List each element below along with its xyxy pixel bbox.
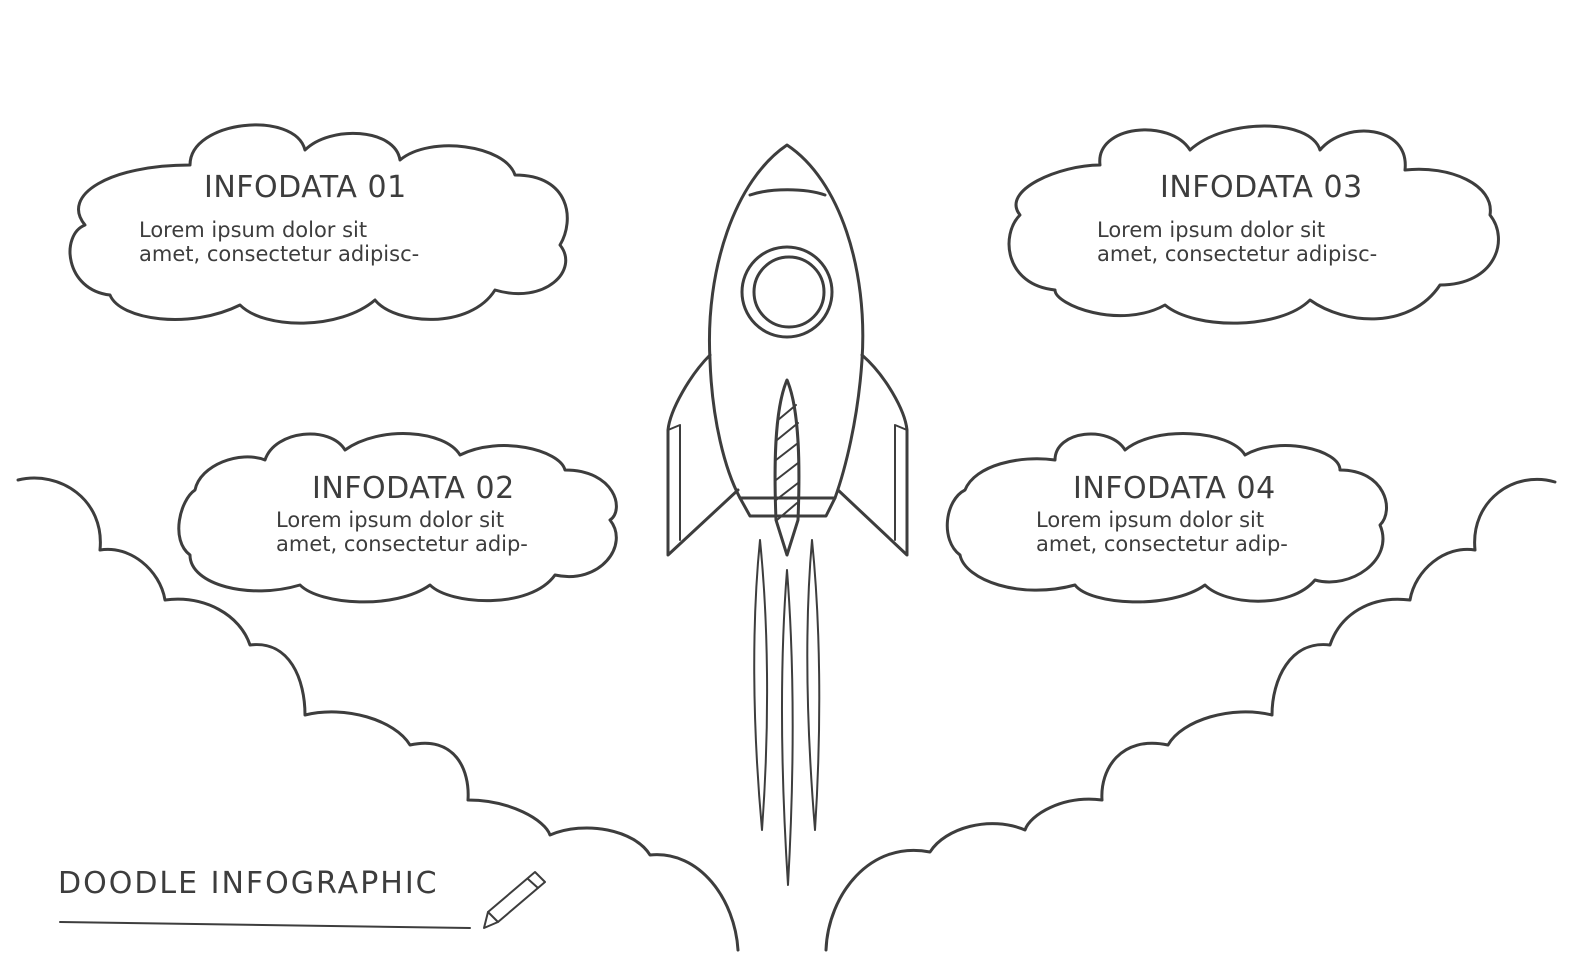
- right-exhaust-cloud: [824, 477, 1557, 952]
- infographic-title: DOODLE INFOGRAPHIC: [58, 866, 439, 901]
- card-01-title: INFODATA 01: [204, 170, 407, 205]
- card-cloud-02: [177, 432, 618, 604]
- pencil-icon: [483, 871, 546, 929]
- card-01-line-1: Lorem ipsum dolor sit: [139, 218, 368, 242]
- card-cloud-03: [1007, 124, 1500, 325]
- rocket-nose: [748, 188, 827, 197]
- card-03-title: INFODATA 03: [1160, 170, 1363, 205]
- card-cloud-01: [68, 123, 569, 325]
- card-01-line-2: amet, consectetur adipisc-: [139, 242, 420, 266]
- card-02-line-2: amet, consectetur adip-: [276, 532, 528, 556]
- rocket-exhaust-center: [780, 569, 794, 886]
- rocket-window: [740, 245, 834, 339]
- card-cloud-04: [945, 432, 1388, 604]
- card-04-line-2: amet, consectetur adip-: [1036, 532, 1288, 556]
- rocket-exhaust-right: [806, 539, 821, 831]
- rocket-center-fin-hatch: [775, 404, 799, 521]
- card-02-title: INFODATA 02: [312, 471, 515, 506]
- rocket-window-inner: [752, 255, 826, 329]
- card-03-line-2: amet, consectetur adipisc-: [1097, 242, 1378, 266]
- rocket-right-fin-edge: [894, 424, 908, 541]
- card-04-title: INFODATA 04: [1073, 471, 1276, 506]
- rocket-base: [738, 496, 837, 518]
- left-exhaust-cloud: [16, 476, 740, 952]
- rocket-center-fin: [773, 378, 801, 557]
- card-03-line-1: Lorem ipsum dolor sit: [1097, 218, 1326, 242]
- rocket-left-fin: [666, 353, 740, 557]
- rocket-icon: [666, 143, 909, 886]
- rocket-left-fin-edge: [667, 424, 681, 541]
- rocket-exhaust-left: [753, 539, 769, 831]
- rocket-body: [707, 143, 865, 500]
- title-underline: [59, 921, 471, 929]
- card-02-line-1: Lorem ipsum dolor sit: [276, 508, 505, 532]
- card-04-line-1: Lorem ipsum dolor sit: [1036, 508, 1265, 532]
